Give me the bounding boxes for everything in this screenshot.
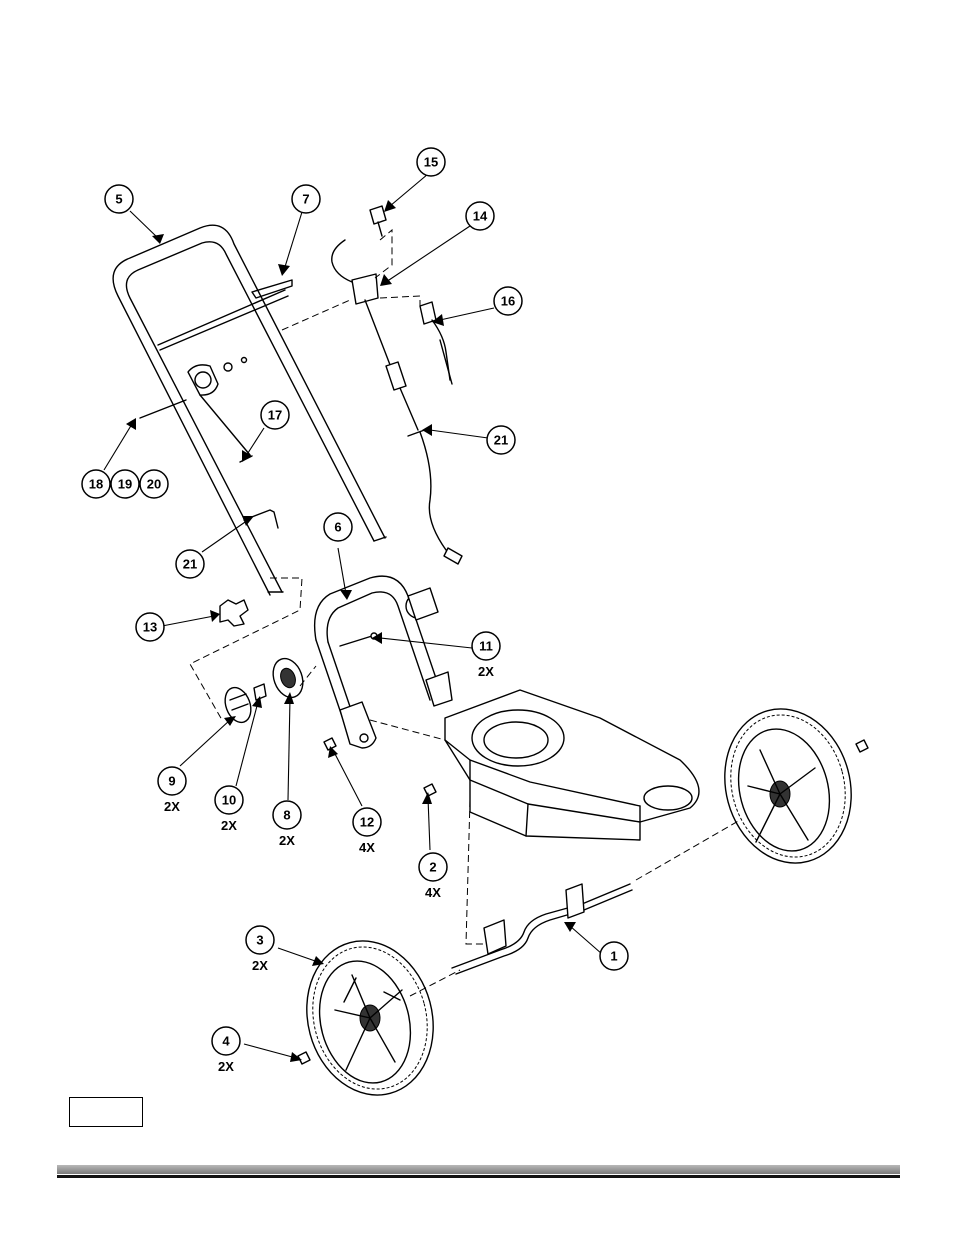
callout-quantity: 2X [164,799,180,814]
callout-18: 18 [81,469,111,499]
callout-17: 17 [260,400,290,430]
callout-circle [418,852,448,882]
callout-21b: 21 [175,549,205,579]
knob-part [219,599,249,627]
callout-8: 8 2X [272,800,302,848]
callout-circle [260,400,290,430]
callout-number: 21 [183,557,197,572]
callout-number: 4 [222,1034,230,1049]
deck-part [444,689,700,841]
callout-number: 20 [147,477,161,492]
callout-circle [175,549,205,579]
callout-circle [110,469,140,499]
reference-box [69,1097,143,1127]
callout-21a: 21 [486,425,516,455]
callout-circle [493,286,523,316]
callout-number: 3 [256,933,263,948]
throttle-cable-part [331,205,463,565]
callout-quantity: 2X [279,833,295,848]
callout-4: 4 2X [211,1026,241,1074]
callout-number: 21 [494,433,508,448]
callout-quantity: 2X [218,1059,234,1074]
callout-number: 8 [283,808,290,823]
callout-circle [416,147,446,177]
callout-circle [104,184,134,214]
callout-circle [157,766,187,796]
callout-number: 10 [222,793,236,808]
callout-circle [135,612,165,642]
callout-number: 9 [168,774,175,789]
callout-19: 19 [110,469,140,499]
callout-number: 16 [501,294,515,309]
callout-circle [272,800,302,830]
callout-circle [599,941,629,971]
callout-14: 14 [465,201,495,231]
callout-circle [211,1026,241,1056]
upper-handle-part [112,224,387,596]
callout-20: 20 [139,469,169,499]
callout-number: 2 [429,860,436,875]
callout-quantity: 2X [478,664,494,679]
callout-circle [465,201,495,231]
footer-bar [57,1165,900,1179]
footer-bar-line [57,1175,900,1178]
callout-6: 6 [323,512,353,542]
wheel-right-part [297,708,869,1065]
wheel-left-part [306,940,434,1096]
callout-circle [352,807,382,837]
callout-number: 5 [115,192,122,207]
callout-number: 19 [118,477,132,492]
callout-12: 12 4X [352,807,382,855]
callout-number: 12 [360,815,374,830]
callout-quantity: 4X [425,885,441,900]
callout-number: 11 [479,639,493,654]
callout-number: 6 [334,520,341,535]
callout-number: 13 [143,620,157,635]
callout-7: 7 [291,184,321,214]
lower-handle-part [313,575,453,749]
callout-number: 17 [268,408,282,423]
callout-number: 1 [610,949,617,964]
callout-5: 5 [104,184,134,214]
callout-16: 16 [493,286,523,316]
callout-number: 14 [473,209,488,224]
pulley-parts [224,657,304,724]
axle-part [451,883,633,975]
callout-10: 10 2X [214,785,244,833]
footer-bar-fill [57,1165,900,1174]
callout-3: 3 2X [245,925,275,973]
callout-9: 9 2X [157,766,187,814]
callout-number: 15 [424,155,438,170]
callout-circle [323,512,353,542]
control-lever-part [139,356,251,456]
callout-circle [471,631,501,661]
callout-circle [486,425,516,455]
callout-11: 11 2X [471,631,501,679]
leader-lines [103,173,603,1062]
callout-circle [139,469,169,499]
callout-2: 2 4X [418,852,448,900]
callout-circle [214,785,244,815]
callout-15: 15 [416,147,446,177]
callout-number: 7 [302,192,309,207]
bolt-parts [323,632,437,797]
callout-quantity: 4X [359,840,375,855]
callout-quantity: 2X [252,958,268,973]
callout-circle [291,184,321,214]
callout-1: 1 [599,941,629,971]
callout-circle [245,925,275,955]
callout-quantity: 2X [221,818,237,833]
callout-number: 18 [89,477,103,492]
callout-13: 13 [135,612,165,642]
callout-circle [81,469,111,499]
assembly-dashed-lines [189,228,741,997]
